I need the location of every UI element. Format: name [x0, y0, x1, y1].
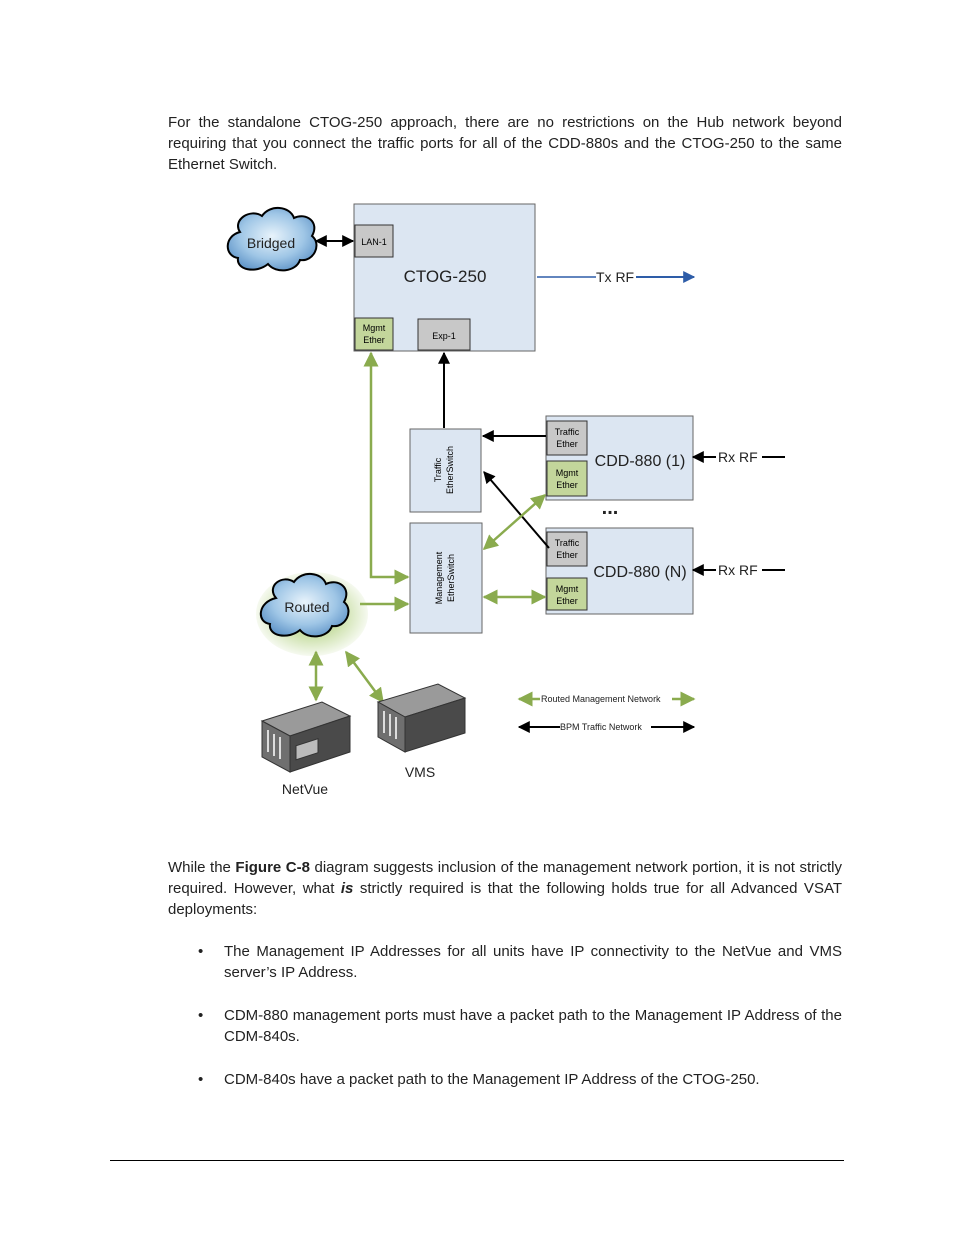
mgmt-switch-label-2: EtherSwitch	[446, 554, 456, 602]
ellipsis: ...	[602, 497, 619, 519]
svg-text:Mgmt: Mgmt	[556, 584, 579, 594]
bridged-cloud: Bridged	[226, 207, 318, 272]
routed-label: Routed	[284, 599, 329, 615]
svg-text:Ether: Ether	[556, 480, 578, 490]
netvue-server-icon	[260, 701, 352, 773]
svg-text:Ether: Ether	[556, 550, 578, 560]
exp-1-port	[417, 318, 471, 351]
vms-label: VMS	[405, 764, 435, 780]
intro-paragraph: For the standalone CTOG-250 approach, th…	[168, 114, 842, 173]
cddn-rx-label: Rx RF	[718, 562, 758, 578]
svg-text:Ether: Ether	[556, 439, 578, 449]
cdd1-title: CDD-880 (1)	[595, 453, 686, 470]
figure-reference: Figure C-8	[235, 859, 310, 876]
cdd1-rx-label: Rx RF	[718, 449, 758, 465]
requirements-list: •The Management IP Addresses for all uni…	[168, 941, 842, 1112]
netvue-label: NetVue	[282, 781, 328, 797]
svg-text:Traffic: Traffic	[555, 538, 580, 548]
ctog-250-box: CTOG-250 LAN-1 Mgmt Ether Exp-1	[353, 203, 536, 352]
cddn-traffic-arrow	[483, 471, 550, 549]
cdd-880-1-box: Traffic Ether Mgmt Ether CDD-880 (1)	[545, 415, 694, 501]
management-etherswitch: Management EtherSwitch	[409, 522, 483, 634]
svg-text:Traffic: Traffic	[555, 427, 580, 437]
legend-routed-label: Routed Management Network	[541, 694, 661, 704]
legend: Routed Management Network BPM Traffic Ne…	[517, 691, 696, 733]
exp-1-label: Exp-1	[432, 331, 456, 341]
legend-bpm-label: BPM Traffic Network	[560, 722, 642, 732]
svg-text:Mgmt: Mgmt	[556, 468, 579, 478]
cddn-title: CDD-880 (N)	[593, 564, 686, 581]
list-item: •CDM-880 management ports must have a pa…	[198, 1007, 842, 1045]
bridged-label: Bridged	[247, 235, 295, 251]
vms-server-icon	[376, 683, 467, 753]
cdd-880-n-box: Traffic Ether Mgmt Ether CDD-880 (N)	[545, 527, 694, 615]
list-item: •CDM-840s have a packet path to the Mana…	[198, 1071, 760, 1088]
footer-rule	[110, 1160, 844, 1161]
traffic-switch-label-1: Traffic	[433, 457, 443, 482]
ctog-250-title: CTOG-250	[404, 267, 487, 286]
cdd1-mgmt-port	[546, 460, 588, 497]
svg-text:Ether: Ether	[556, 596, 578, 606]
cdd1-mgmt-arrow	[482, 494, 547, 550]
mgmt-switch-label-1: Management	[434, 551, 444, 604]
cdd1-traffic-port	[546, 420, 588, 456]
traffic-switch-label-2: EtherSwitch	[445, 446, 455, 494]
cddn-traffic-port	[546, 531, 588, 567]
routed-cloud: Routed	[256, 572, 368, 656]
cddn-mgmt-port	[546, 577, 588, 611]
ctog-mgmt-label-2: Ether	[363, 335, 385, 345]
tx-rf-label: Tx RF	[596, 269, 634, 285]
lan-1-label: LAN-1	[361, 237, 387, 247]
ctog-mgmt-ether-port	[354, 317, 394, 351]
traffic-etherswitch: Traffic EtherSwitch	[409, 428, 482, 513]
ctog-mgmt-to-switch-arrow	[363, 351, 410, 585]
network-diagram: CTOG-250 LAN-1 Mgmt Ether Exp-1 Tx RF Br…	[226, 203, 785, 797]
requirements-paragraph: While the Figure C-8 diagram suggests in…	[168, 859, 842, 918]
list-item: •The Management IP Addresses for all uni…	[198, 943, 842, 981]
routed-to-vms-arrow	[344, 650, 385, 704]
ctog-mgmt-label-1: Mgmt	[363, 323, 386, 333]
lan-1-port	[354, 224, 394, 258]
